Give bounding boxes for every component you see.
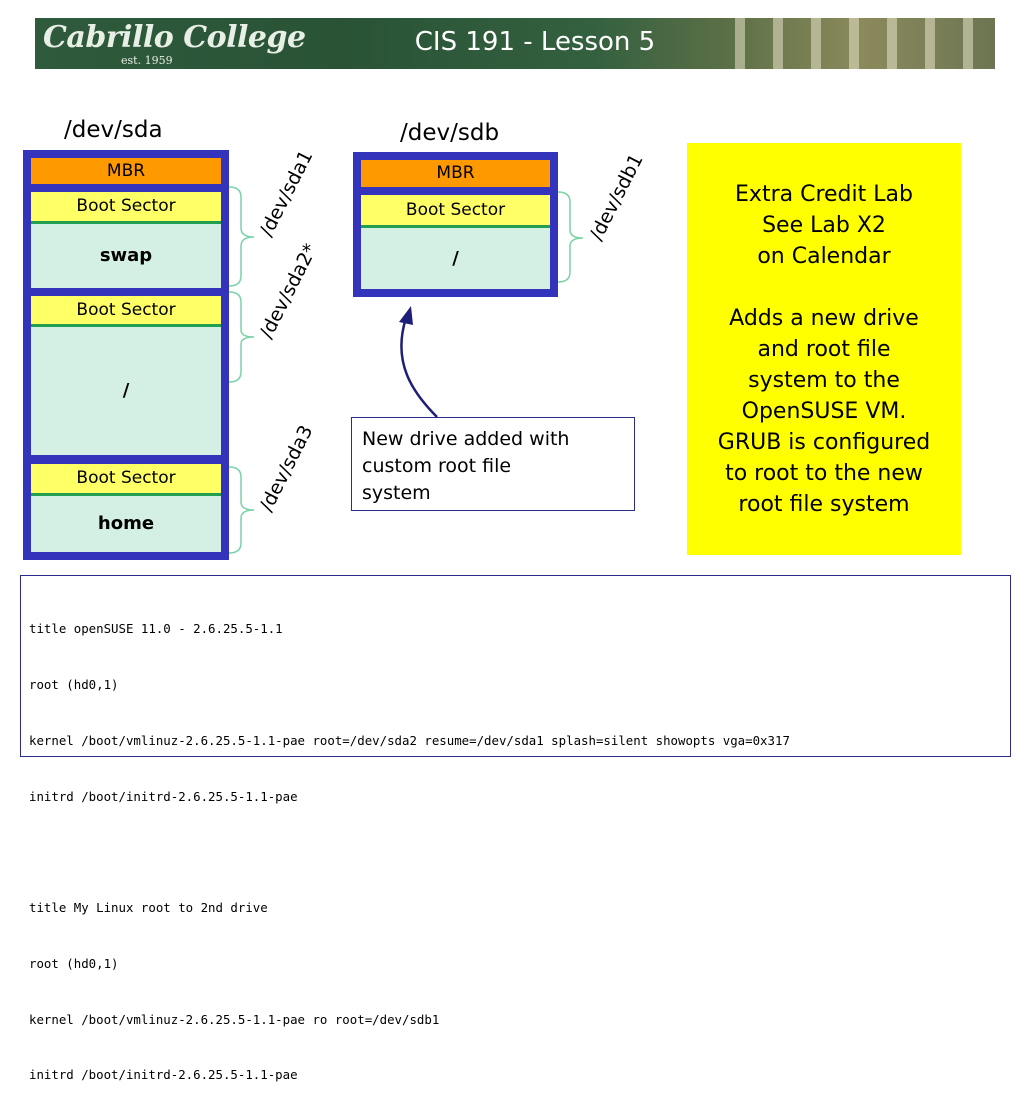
grub-config-listing: title openSUSE 11.0 - 2.6.25.5-1.1 root … bbox=[20, 575, 1011, 1082]
grub-line: initrd /boot/initrd-2.6.25.5-1.1-pae bbox=[29, 1067, 298, 1083]
grub-line: root (hd0,1) bbox=[29, 955, 119, 971]
extra-credit-line: and root file bbox=[757, 337, 891, 362]
callout-line: system bbox=[362, 482, 431, 504]
extra-credit-box: Extra Credit Lab See Lab X2 on Calendar … bbox=[687, 143, 961, 555]
sda1-swap: swap bbox=[31, 224, 221, 288]
sda-disk: MBR Boot Sector swap Boot Sector / Boot … bbox=[23, 150, 229, 560]
sda-label: /dev/sda bbox=[64, 117, 163, 143]
sdb-label: /dev/sdb bbox=[400, 120, 500, 146]
extra-credit-line: system to the bbox=[748, 368, 900, 393]
callout-arrow bbox=[399, 306, 438, 418]
grub-line: title My Linux root to 2nd drive bbox=[29, 900, 268, 916]
sda-mbr: MBR bbox=[31, 158, 221, 184]
grub-line: kernel /boot/vmlinuz-2.6.25.5-1.1-pae ro… bbox=[29, 732, 790, 748]
sdb1-brace bbox=[557, 191, 584, 283]
sda2-boot-sector: Boot Sector bbox=[31, 296, 221, 327]
banner-photo bbox=[735, 18, 995, 69]
extra-credit-line: See Lab X2 bbox=[762, 213, 886, 238]
grub-line: kernel /boot/vmlinuz-2.6.25.5-1.1-pae ro… bbox=[29, 1011, 440, 1027]
callout-line: custom root file bbox=[362, 455, 512, 477]
extra-credit-line: OpenSUSE VM. bbox=[741, 399, 907, 424]
header-banner: Cabrillo College est. 1959 CIS 191 - Les… bbox=[35, 18, 995, 69]
college-logo: Cabrillo College bbox=[43, 20, 306, 55]
grub-line: initrd /boot/initrd-2.6.25.5-1.1-pae bbox=[29, 788, 298, 804]
sda2-brace bbox=[228, 291, 255, 383]
grub-line: root (hd0,1) bbox=[29, 676, 119, 692]
sdb-mbr: MBR bbox=[361, 160, 550, 187]
college-logo-est: est. 1959 bbox=[121, 54, 173, 67]
extra-credit-line: to root to the new bbox=[725, 461, 923, 486]
sda3-home: home bbox=[31, 496, 221, 552]
extra-credit-line: Adds a new drive bbox=[729, 306, 919, 331]
extra-credit-line: Extra Credit Lab bbox=[735, 182, 913, 207]
new-drive-callout: New drive added with custom root file sy… bbox=[351, 417, 635, 511]
sda3-brace bbox=[228, 466, 255, 554]
sdb-disk: MBR Boot Sector / bbox=[353, 152, 558, 297]
extra-credit-line: GRUB is configured bbox=[717, 430, 931, 455]
extra-credit-line: root file system bbox=[738, 492, 910, 517]
sda3-boot-sector: Boot Sector bbox=[31, 464, 221, 496]
sda2-root: / bbox=[31, 327, 221, 455]
callout-line: New drive added with bbox=[362, 428, 570, 450]
grub-line: title openSUSE 11.0 - 2.6.25.5-1.1 bbox=[29, 621, 283, 637]
sda1-boot-sector: Boot Sector bbox=[31, 192, 221, 224]
slide-title: CIS 191 - Lesson 5 bbox=[414, 27, 656, 57]
grub-line bbox=[29, 843, 1002, 862]
diagram-lines bbox=[228, 186, 584, 554]
sdb1-root: / bbox=[361, 228, 550, 289]
sda1-brace bbox=[228, 186, 255, 287]
extra-credit-line: on Calendar bbox=[757, 244, 891, 269]
sdb1-boot-sector: Boot Sector bbox=[361, 195, 550, 228]
